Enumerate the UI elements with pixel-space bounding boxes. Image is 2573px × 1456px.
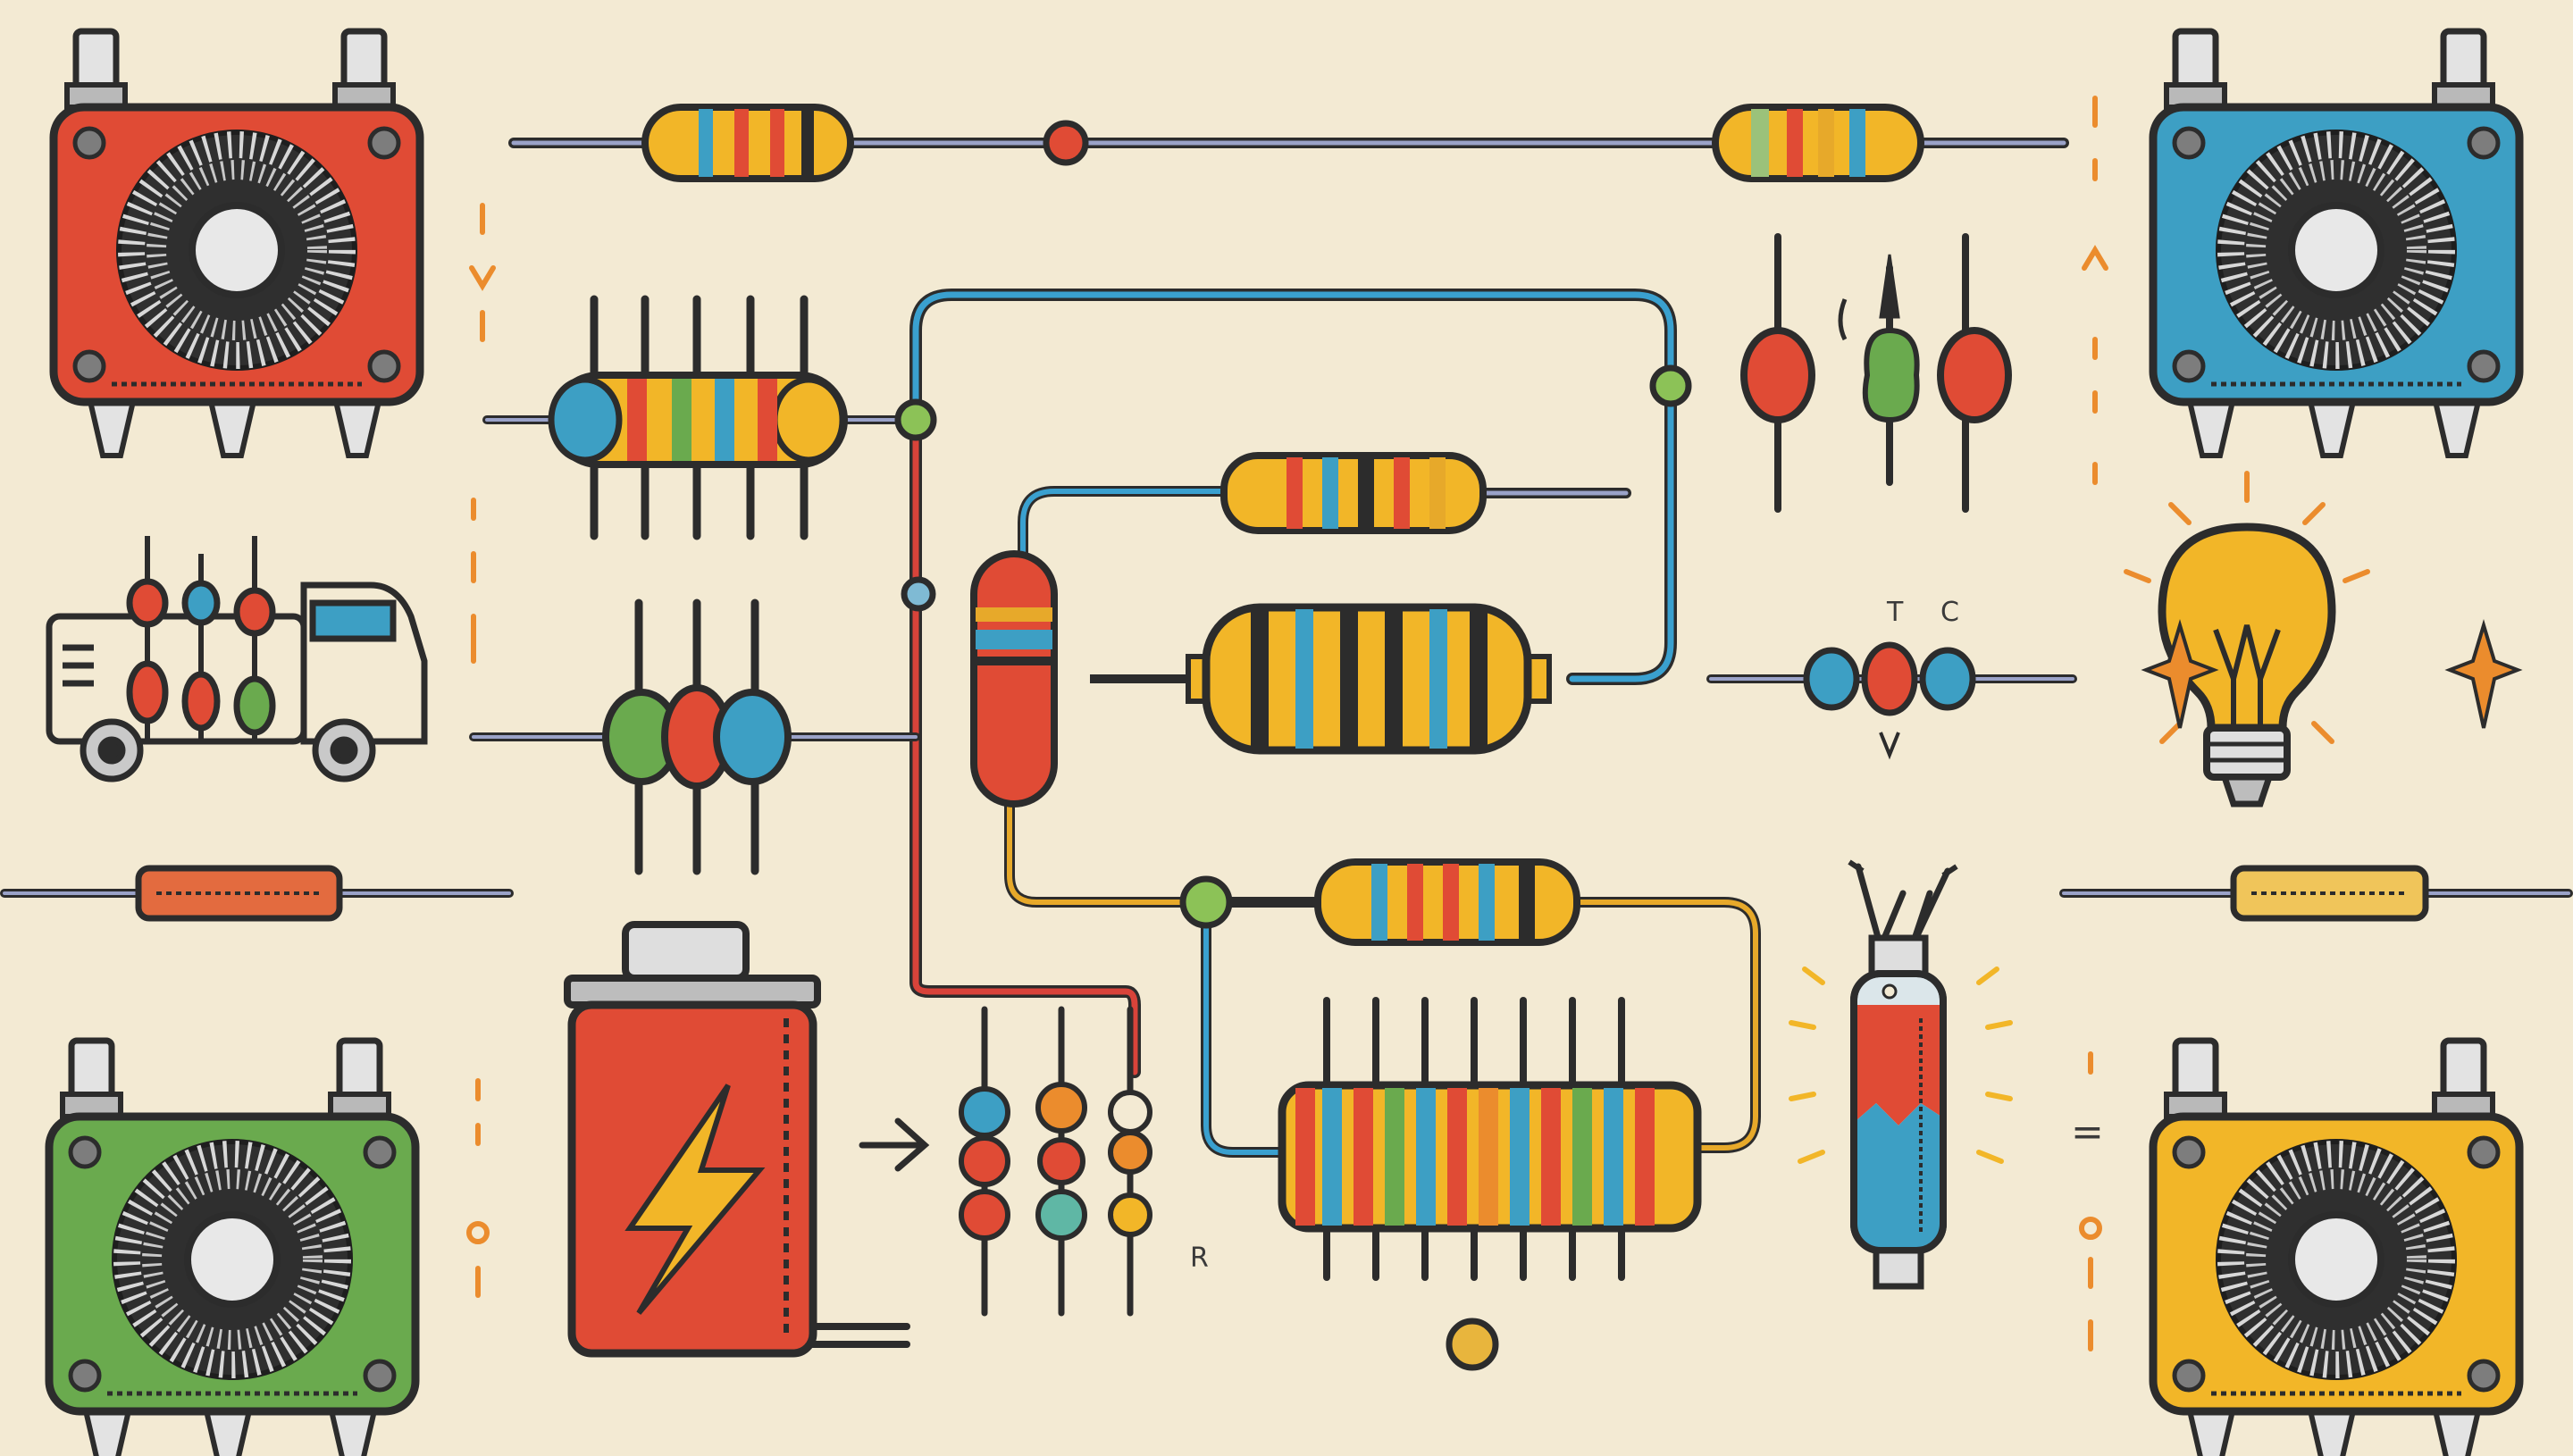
fan-module-blue-icon bbox=[2153, 31, 2519, 456]
fuse-icon bbox=[1803, 641, 1976, 760]
truck-icon bbox=[46, 536, 428, 782]
capacitor-icon bbox=[1740, 233, 2012, 513]
resistor-array bbox=[548, 295, 848, 540]
resistor-icon bbox=[1314, 858, 1580, 946]
resistor-icon bbox=[135, 865, 343, 922]
resistor-icon bbox=[970, 550, 1058, 807]
capacitor-icon bbox=[959, 1006, 1152, 1317]
sparkle-icon bbox=[2141, 619, 2523, 729]
junction-dots bbox=[894, 120, 1692, 1371]
resistor-icon bbox=[1090, 603, 1552, 755]
lightning-bolt-icon bbox=[624, 1084, 766, 1315]
resistor-icon bbox=[645, 107, 851, 179]
light-bulb-icon bbox=[2124, 471, 2370, 807]
decorative-ticks bbox=[466, 96, 2108, 1351]
resistor-icon bbox=[1715, 107, 1921, 179]
resistor-icon bbox=[2230, 865, 2429, 922]
fan-module-yellow-icon bbox=[2153, 1041, 2519, 1456]
symbol-r-label: R bbox=[1190, 1243, 1209, 1274]
fan-module-green-icon bbox=[49, 1041, 415, 1456]
symbol-c-label: C bbox=[1940, 597, 1959, 628]
resistor-bank bbox=[1278, 997, 1702, 1281]
arrow-right-icon bbox=[859, 1117, 930, 1172]
fan-module-red-icon bbox=[54, 31, 420, 456]
symbol-t-label: T bbox=[1886, 597, 1904, 628]
battery-icon bbox=[564, 921, 821, 1358]
symbol-equals-label: = bbox=[2071, 1109, 2104, 1155]
fuse-icon bbox=[1789, 859, 2013, 1290]
resistor-icon bbox=[1220, 452, 1487, 534]
capacitor-icon bbox=[602, 598, 792, 875]
